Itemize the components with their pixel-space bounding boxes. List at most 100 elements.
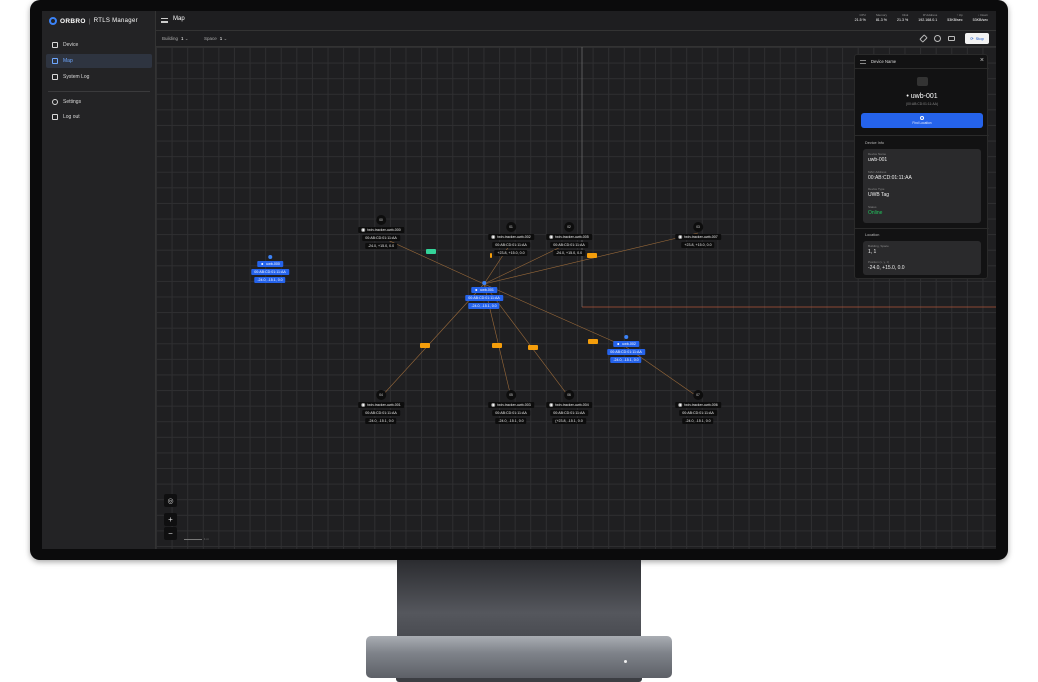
menu-icon[interactable]	[161, 18, 168, 23]
anchor-name: twin-tracker-uwb-004	[546, 402, 592, 408]
anchor-icon	[549, 235, 554, 239]
anchor-badge: 02	[564, 222, 574, 232]
stat-value: 81.3 %	[875, 17, 888, 22]
anchor-node[interactable]: 00 twin-tracker-uwb-000 00:AB:CD:01:11:A…	[358, 215, 404, 249]
anchor-node[interactable]: 04 twin-tracker-uwb-001 00:AB:CD:01:11:A…	[358, 390, 404, 424]
anchor-node[interactable]: 02 twin-tracker-uwb-005 00:AB:CD:01:11:A…	[546, 222, 592, 256]
anchor-icon	[678, 235, 683, 239]
sidebar-item-label: Device	[63, 42, 79, 48]
device-detail-panel: Device Name × • uwb-001 (00:AB:CD:01:11:…	[854, 54, 989, 279]
anchor-name-text: twin-tracker-uwb-001	[367, 403, 401, 407]
monitor-stand	[397, 560, 641, 636]
stat-value: 53KB/sec	[947, 17, 963, 22]
anchor-icon	[361, 403, 366, 407]
stat-label: Memory	[876, 13, 888, 17]
tag-mac: 00:AB:CD:01:11:AA	[251, 269, 289, 275]
sidebar-item-label: Log out	[63, 114, 80, 120]
tag-position: -24.0, -15.1, 0.0	[254, 277, 286, 283]
chevron-down-icon: ⌄	[223, 36, 228, 41]
distance-marker	[492, 343, 502, 348]
anchor-name: twin-tracker-uwb-002	[488, 234, 534, 240]
anchor-badge: 00	[376, 215, 386, 225]
power-led	[624, 660, 627, 663]
anchor-node[interactable]: 05 twin-tracker-uwb-003 00:AB:CD:01:11:A…	[488, 390, 534, 424]
zoom-out-button[interactable]: −	[164, 527, 177, 540]
anchor-name: twin-tracker-uwb-003	[488, 402, 534, 408]
anchor-name-text: twin-tracker-uwb-004	[555, 403, 589, 407]
tag-node[interactable]: uwb-002 00:AB:CD:01:11:AA -24.0, -15.1, …	[607, 335, 645, 363]
stat-label: ↓ Down	[977, 13, 988, 17]
find-location-button[interactable]: Find Location	[861, 113, 983, 128]
anchor-node[interactable]: 07 twin-tracker-uwb-006 00:AB:CD:01:11:A…	[675, 390, 721, 424]
anchor-icon	[491, 403, 496, 407]
anchor-node[interactable]: 06 twin-tracker-uwb-004 00:AB:CD:01:11:A…	[546, 390, 592, 424]
tag-position: -24.0, -15.1, 0.0	[468, 303, 500, 309]
anchor-name: twin-tracker-uwb-006	[675, 402, 721, 408]
zoom-in-button[interactable]: +	[164, 513, 177, 526]
panel-header: Device Name ×	[855, 55, 989, 69]
anchor-name-text: twin-tracker-uwb-005	[555, 235, 589, 239]
anchor-icon	[549, 403, 554, 407]
base-foot	[396, 678, 642, 682]
tag-node[interactable]: uwb-000 00:AB:CD:01:11:AA -24.0, -15.1, …	[251, 255, 289, 283]
anchor-name-text: twin-tracker-uwb-000	[367, 228, 401, 232]
tag-name-text: uwb-002	[622, 342, 636, 346]
sidebar-item-settings[interactable]: Settings	[46, 95, 152, 109]
stop-button[interactable]: ⟳Stop	[965, 33, 989, 44]
tag-name-text: uwb-000	[266, 262, 280, 266]
anchor-mac: 00:AB:CD:01:11:AA	[362, 410, 400, 416]
recenter-button[interactable]: ◎	[164, 494, 177, 507]
field-value: -24.0, +15.0, 0.0	[868, 265, 905, 271]
scale-label: 1 m	[204, 537, 210, 541]
space-value: 1	[219, 36, 223, 41]
sidebar-item-logout[interactable]: Log out	[46, 110, 152, 124]
stat-label: ↑ Up	[956, 13, 963, 17]
field-key: Position (x, y, z)	[868, 260, 890, 264]
sidebar-item-system-log[interactable]: System Log	[46, 70, 152, 84]
view-3d-icon[interactable]	[934, 35, 941, 42]
anchor-badge: 05	[506, 390, 516, 400]
distance-marker	[420, 343, 430, 348]
tag-pin	[268, 255, 272, 259]
device-icon	[917, 77, 928, 86]
filter-icon[interactable]	[948, 36, 955, 41]
close-icon[interactable]: ×	[979, 57, 984, 64]
tag-node[interactable]: uwb-001 00:AB:CD:01:11:AA -24.0, -15.1, …	[465, 281, 503, 309]
sidebar-item-label: Map	[63, 58, 73, 64]
stat-label: IP Address	[922, 13, 938, 17]
tag-name: uwb-001	[471, 287, 497, 293]
anchor-icon	[361, 228, 366, 232]
tag-mac: 00:AB:CD:01:11:AA	[465, 295, 503, 301]
stat-value: 21.5 %	[854, 17, 866, 22]
stat-label: Disk	[902, 13, 909, 17]
anchor-node[interactable]: 01 twin-tracker-uwb-002 00:AB:CD:01:11:A…	[488, 222, 534, 256]
section-location: Location	[865, 233, 880, 237]
anchor-icon	[491, 235, 496, 239]
edit-icon[interactable]	[919, 34, 928, 43]
app-screen: ORBRO | RTLS Manager Device Map System L…	[42, 11, 996, 549]
anchor-position: -24.0, -15.1, 0.0	[365, 418, 397, 424]
sidebar-item-device[interactable]: Device	[46, 38, 152, 52]
menu-icon[interactable]	[860, 60, 866, 64]
sidebar-item-map[interactable]: Map	[46, 54, 152, 68]
anchor-name: twin-tracker-uwb-005	[546, 234, 592, 240]
device-name: • uwb-001	[906, 93, 938, 100]
scale-bar	[184, 538, 202, 540]
map-scale: 1 m	[184, 537, 209, 541]
stat-value: 53KB/sec	[972, 17, 988, 22]
gear-icon	[52, 99, 58, 105]
anchor-position: -24.0, -15.1, 0.0	[495, 418, 527, 424]
stat-value: 192.168.0.1	[918, 17, 938, 22]
anchor-node[interactable]: 03 twin-tracker-uwb-007 +23.8, +15.0, 0.…	[675, 222, 721, 248]
anchor-badge: 06	[564, 390, 574, 400]
